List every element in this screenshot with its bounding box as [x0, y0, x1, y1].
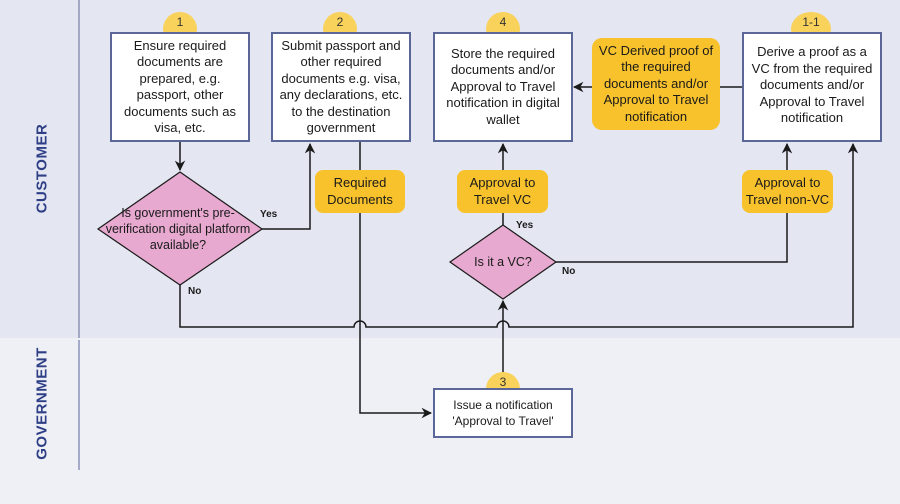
step1-text: Ensure required documents are prepared, …: [123, 37, 236, 136]
approval-non-vc-text: Approval to Travel non-VC: [745, 175, 830, 207]
step3-box: Issue a notification 'Approval to Travel…: [433, 388, 573, 438]
decision-isvc-no-label: No: [562, 266, 576, 277]
step1-1-box: Derive a proof as a VC from the required…: [742, 32, 882, 142]
flow-connectors: [78, 0, 859, 470]
step1-box: Ensure required documents are prepared, …: [110, 32, 250, 142]
arrow-decision-no-to-step1-1: [179, 142, 859, 328]
decision-platform-label: Is government's pre-verification digital…: [105, 206, 251, 252]
step3-text: Issue a notification 'Approval to Travel…: [452, 398, 554, 428]
step4-box: Store the required documents and/or Appr…: [433, 32, 573, 142]
step4-text: Store the required documents and/or Appr…: [446, 45, 560, 127]
decision-isvc-text: Is it a VC?: [450, 245, 556, 279]
decision-isvc-diamond: [448, 224, 558, 300]
decision-platform-text: Is government's pre-verification digital…: [98, 177, 262, 281]
decision-platform-no-label: No: [188, 286, 202, 297]
step2-text: Submit passport and other required docum…: [279, 37, 403, 136]
decision-platform-yes-label: Yes: [260, 209, 278, 220]
vc-derived-proof-artifact: VC Derived proof of the required documen…: [592, 38, 720, 130]
approval-vc-text: Approval to Travel VC: [469, 175, 536, 207]
approval-vc-artifact: Approval to Travel VC: [457, 170, 548, 213]
required-documents-text: Required Documents: [327, 175, 393, 207]
arrow-step2-to-step3: [359, 142, 433, 419]
step1-1-text: Derive a proof as a VC from the required…: [751, 44, 873, 125]
required-documents-artifact: Required Documents: [315, 170, 405, 213]
vc-derived-proof-text: VC Derived proof of the required documen…: [598, 42, 714, 124]
step2-box: Submit passport and other required docum…: [271, 32, 411, 142]
approval-non-vc-artifact: Approval to Travel non-VC: [742, 170, 833, 213]
arrow-decision-yes-to-step2: [262, 142, 316, 230]
decision-isvc-yes-label: Yes: [516, 220, 534, 231]
decision-platform-diamond: [96, 171, 264, 286]
decision-isvc-label: Is it a VC?: [474, 254, 532, 269]
